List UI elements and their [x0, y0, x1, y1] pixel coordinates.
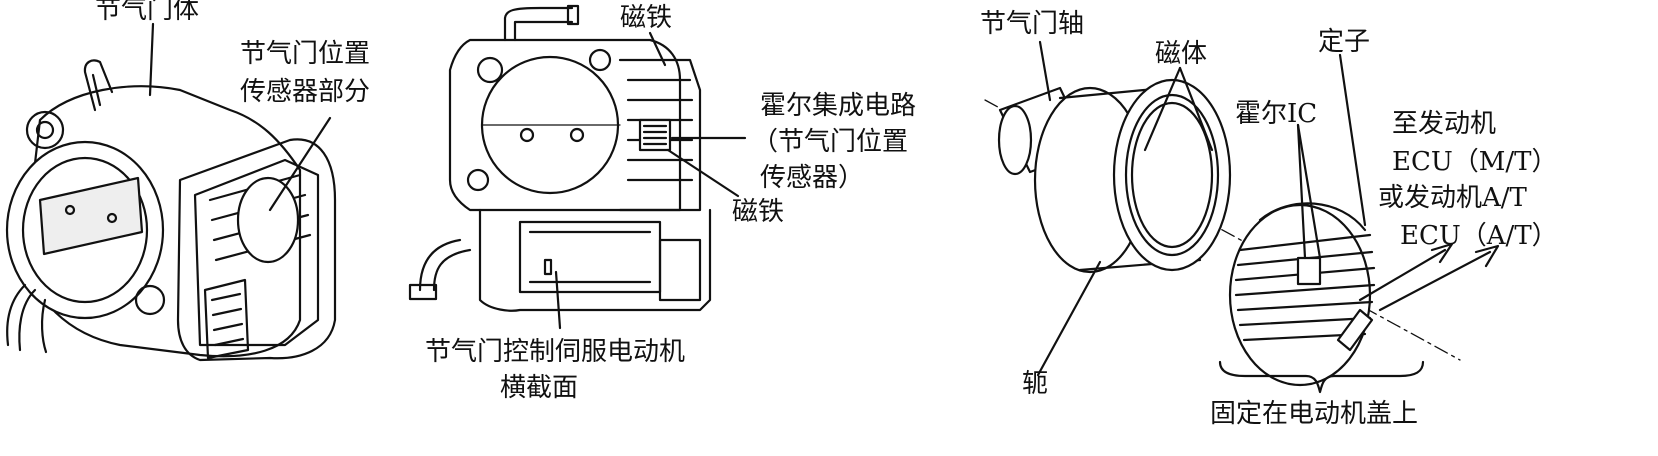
fixed-on-motor-cover-label: 固定在电动机盖上: [1210, 399, 1419, 429]
throttle-cross-section-drawing: [408, 4, 747, 330]
magnet-bottom-label: 磁铁: [732, 197, 785, 227]
yoke-label: 轭: [1022, 369, 1049, 399]
hall-ic-label-line3: 传感器）: [760, 163, 865, 193]
servo-motor-label-line1: 节气门控制伺服电动机: [425, 337, 686, 367]
ecu-label-line4: ECU（A/T）: [1400, 221, 1558, 251]
hall-ic-label: 霍尔IC: [1235, 99, 1318, 129]
throttle-body-drawing: [5, 22, 337, 362]
magnet-top-label: 磁铁: [620, 3, 673, 33]
throttle-shaft-label: 节气门轴: [980, 9, 1085, 39]
tps-section-label-line2: 传感器部分: [240, 77, 371, 107]
exploded-sensor-drawing: [984, 40, 1500, 394]
servo-motor-label-line2: 横截面: [500, 373, 579, 403]
ecu-label-line3: 或发动机A/T: [1378, 183, 1527, 213]
ecu-label-line2: ECU（M/T）: [1392, 147, 1558, 177]
hall-ic-label-line1: 霍尔集成电路: [760, 91, 917, 121]
tps-section-label-line1: 节气门位置: [240, 39, 371, 69]
stator-label: 定子: [1318, 27, 1371, 57]
hall-ic-label-line2: （节气门位置: [752, 127, 909, 157]
magnet-label: 磁体: [1155, 39, 1208, 69]
ecu-label-line1: 至发动机: [1392, 109, 1497, 139]
throttle-body-label: 节气门体: [95, 0, 200, 25]
